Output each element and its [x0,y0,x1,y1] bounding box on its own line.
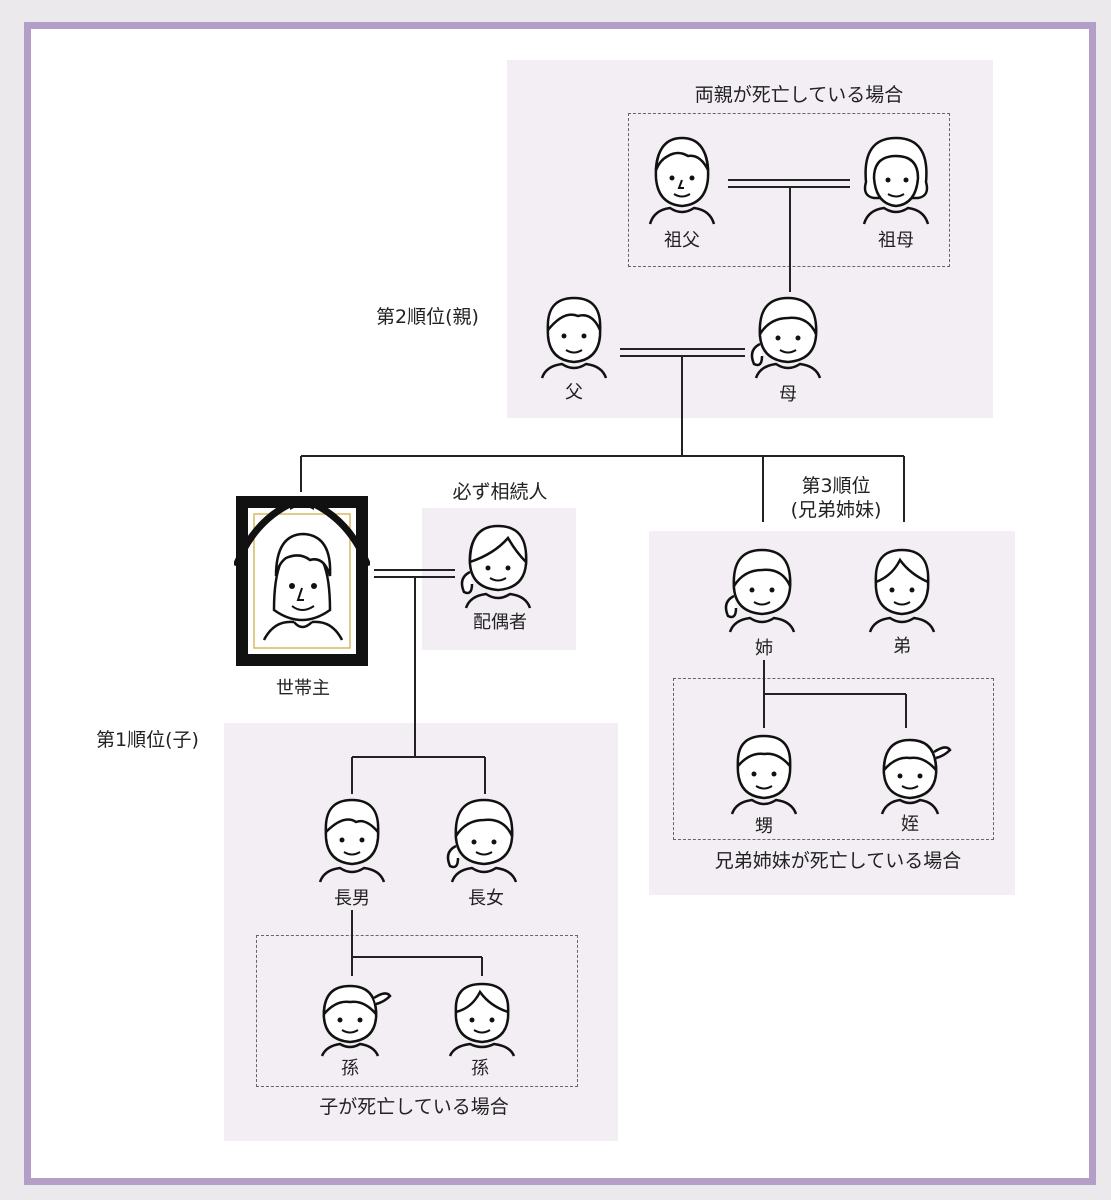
label-child-dead: 子が死亡している場合 [319,1096,509,1118]
caption-grandfather: 祖父 [664,230,700,251]
mother-icon [750,296,822,379]
grandmother-icon [862,136,930,225]
caption-grandmother: 祖母 [878,230,914,251]
caption-grandchild-2: 孫 [471,1058,489,1079]
grandfather-icon [648,136,716,225]
label-always-heir: 必ず相続人 [452,481,548,503]
nephew-icon [730,734,798,815]
caption-householder: 世帯主 [276,678,330,699]
father-icon [540,296,608,379]
grandchild-1-icon [320,984,392,1057]
caption-elder-sister: 姉 [755,638,773,659]
label-rank3-line2: (兄弟姉妹) [790,499,882,521]
caption-nephew: 甥 [755,816,773,837]
caption-grandchild-1: 孫 [341,1058,359,1079]
caption-spouse: 配偶者 [473,612,527,633]
caption-eldest-son: 長男 [334,888,370,909]
caption-niece: 姪 [901,814,919,835]
label-rank1: 第1順位(子) [96,729,199,751]
label-rank3-line1: 第3順位 [801,475,871,497]
label-parents-dead: 両親が死亡している場合 [694,84,904,106]
dashed-box-nephews [673,678,994,840]
householder-portrait-icon [234,496,370,666]
spouse-icon [460,524,532,609]
caption-mother: 母 [779,384,797,405]
caption-younger-brother: 弟 [893,636,911,657]
eldest-son-icon [318,798,386,883]
eldest-daughter-icon [446,798,518,883]
elder-sister-icon [724,548,796,633]
niece-icon [880,738,952,815]
panel-siblings [649,531,1015,895]
dashed-box-grandchildren [256,935,578,1087]
caption-eldest-daughter: 長女 [468,888,504,909]
younger-brother-icon [868,548,936,633]
label-siblings-dead: 兄弟姉妹が死亡している場合 [714,850,962,872]
label-rank2: 第2順位(親) [376,306,479,328]
caption-father: 父 [565,382,583,403]
grandchild-2-icon [448,982,516,1057]
panel-children [224,723,618,1141]
